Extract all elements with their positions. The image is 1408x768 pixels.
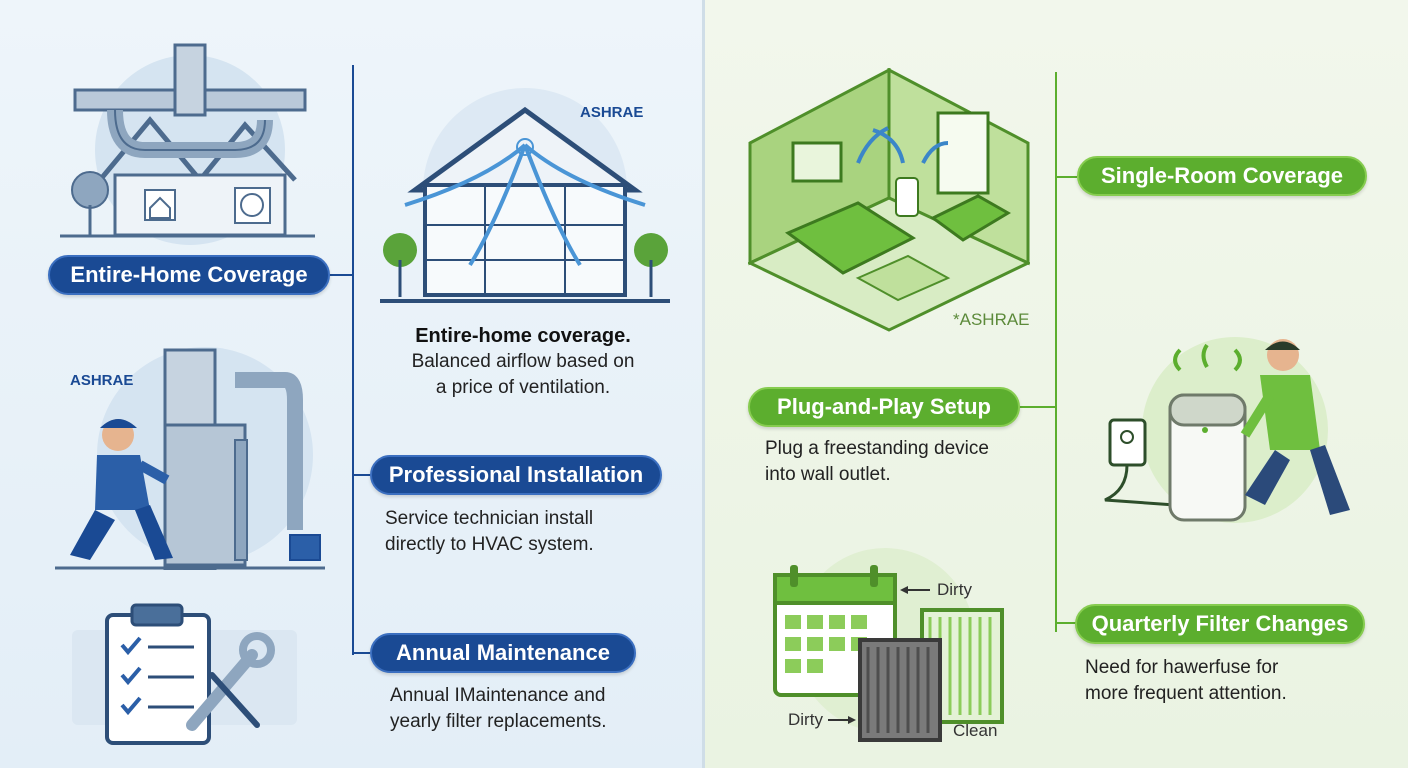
left-timeline-tick — [352, 652, 370, 654]
house-caption-line2: a price of ventilation. — [435, 377, 611, 398]
annual-maintenance-pill: Annual Maintenance — [370, 633, 636, 673]
quarterly-desc: Need for hawerfuse for more frequent att… — [1085, 655, 1385, 707]
single-room-coverage-pill: Single-Room Coverage — [1077, 156, 1367, 196]
plug-desc-line2: into wall outlet. — [765, 464, 891, 485]
quarterly-desc-line2: more frequent attention. — [1085, 683, 1287, 704]
plug-and-play-pill: Plug-and-Play Setup — [748, 387, 1020, 427]
maint-desc: Annual IMaintenance and yearly filter re… — [390, 683, 690, 735]
house-caption: Entire-home coverage. Balanced airflow b… — [378, 323, 668, 401]
quarterly-desc-line1: Need for hawerfuse for — [1085, 657, 1279, 678]
maint-desc-line2: yearly filter replacements. — [390, 711, 607, 732]
clipboard-wrench-icon — [72, 603, 297, 745]
right-timeline-tick — [1055, 176, 1077, 178]
bedroom-purifier-icon — [748, 68, 1030, 332]
right-timeline — [1055, 72, 1057, 632]
dirty-label-top: Dirty — [937, 580, 972, 599]
ductwork-house-icon — [60, 43, 315, 245]
install-desc: Service technician install directly to H… — [385, 506, 685, 558]
right-timeline-tick — [1055, 622, 1077, 624]
calendar-filters-icon — [773, 548, 1004, 742]
whole-home-airflow-icon — [380, 88, 670, 303]
left-timeline-tick — [352, 474, 370, 476]
room-ashrae-note: *ASHRAE — [953, 310, 1030, 329]
hvac-technician-icon — [55, 347, 325, 570]
person-plugging-purifier-icon — [1104, 337, 1350, 523]
install-desc-line1: Service technician install — [385, 508, 594, 529]
house-caption-line1: Balanced airflow based on — [411, 351, 635, 372]
dirty-label-bottom: Dirty — [788, 710, 823, 729]
left-timeline — [352, 65, 354, 655]
house-caption-title: Entire-home coverage. — [415, 325, 631, 347]
ashrae-badge: ASHRAE — [70, 372, 134, 389]
install-desc-line2: directly to HVAC system. — [385, 534, 594, 555]
panel-divider — [702, 0, 705, 768]
entire-home-coverage-pill: Entire-Home Coverage — [48, 255, 330, 295]
clean-label: Clean — [953, 721, 998, 740]
ashrae-badge: ASHRAE — [580, 104, 644, 121]
right-timeline-tick — [1020, 406, 1055, 408]
left-timeline-tick — [330, 274, 352, 276]
professional-installation-pill: Professional Installation — [370, 455, 662, 495]
quarterly-filter-changes-pill: Quarterly Filter Changes — [1075, 604, 1365, 644]
maint-desc-line1: Annual IMaintenance and — [390, 685, 606, 706]
plug-desc-line1: Plug a freestanding device — [765, 438, 989, 459]
plug-desc: Plug a freestanding device into wall out… — [765, 436, 1055, 488]
